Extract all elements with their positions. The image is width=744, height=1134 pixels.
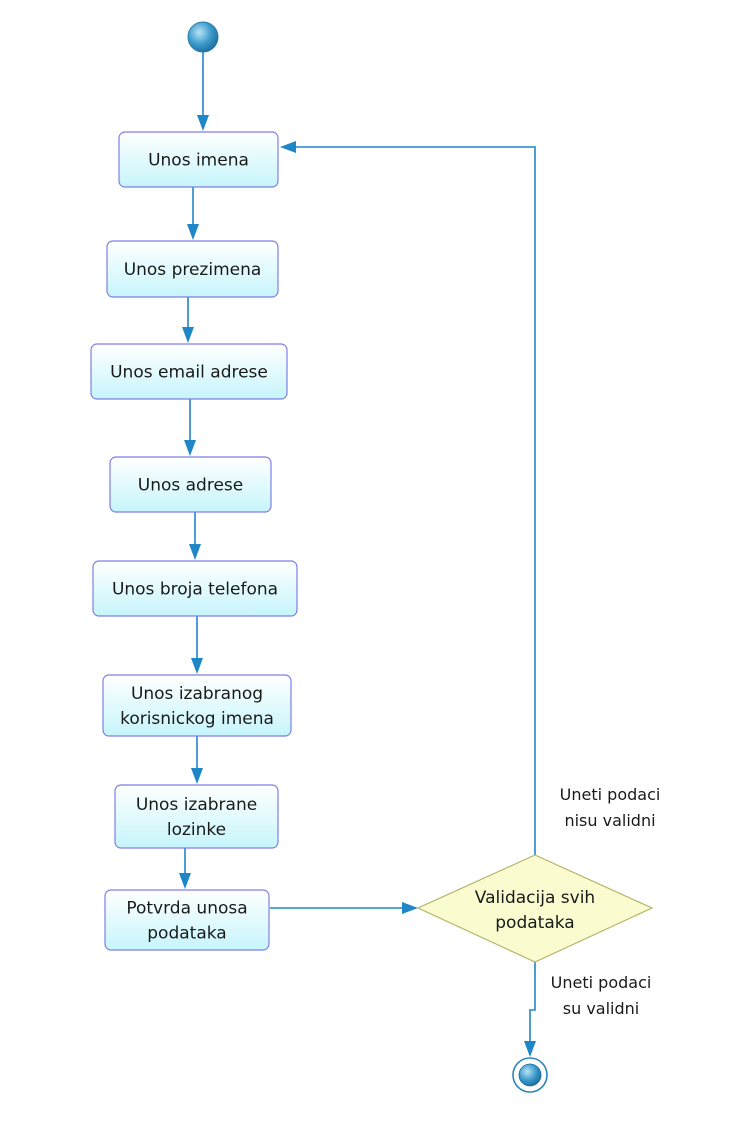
activity-unos-email-adrese: Unos email adrese bbox=[90, 343, 288, 400]
activity-box bbox=[102, 674, 292, 737]
activity-box bbox=[106, 240, 279, 298]
activity-label-line: Unos izabranog bbox=[131, 684, 263, 704]
activity-unos-adrese: Unos adrese bbox=[109, 456, 272, 513]
activity-unos-prezimena: Unos prezimena bbox=[106, 240, 279, 298]
arrowhead bbox=[182, 327, 194, 343]
guard-invalid-line-1: Uneti podaci bbox=[560, 785, 661, 804]
arrowhead bbox=[184, 440, 196, 456]
activity-label-line: Unos adrese bbox=[138, 476, 243, 496]
activity-label-line: Potvrda unosa bbox=[126, 899, 247, 919]
activity-label-line: Unos email adrese bbox=[110, 363, 268, 383]
activity-label-line: podataka bbox=[147, 924, 226, 944]
arrowhead bbox=[191, 768, 203, 784]
guard-invalid: Uneti podaci nisu validni bbox=[560, 785, 661, 830]
activity-unos-imena: Unos imena bbox=[118, 131, 279, 188]
activity-label-line: korisnickog imena bbox=[120, 709, 274, 729]
activity-label-line: lozinke bbox=[167, 820, 226, 840]
activity-box bbox=[118, 131, 279, 188]
guard-valid: Uneti podaci su validni bbox=[551, 973, 652, 1018]
activity-box bbox=[109, 456, 272, 513]
arrowhead bbox=[189, 544, 201, 560]
final-node bbox=[512, 1057, 548, 1093]
arrowhead bbox=[191, 658, 203, 674]
initial-node bbox=[187, 21, 219, 53]
decision-diamond bbox=[416, 854, 654, 963]
activity-box bbox=[114, 784, 279, 849]
activity-unos-broja-telefona: Unos broja telefona bbox=[92, 560, 298, 617]
activity-unos-korisnickog-imena: Unos izabranog korisnickog imena bbox=[102, 674, 292, 737]
arrowhead bbox=[402, 902, 418, 914]
activity-label-line: Unos prezimena bbox=[124, 260, 262, 280]
arrowhead bbox=[197, 115, 209, 131]
edges bbox=[179, 52, 536, 1057]
activity-box bbox=[92, 560, 298, 617]
activity-label-line: Unos imena bbox=[148, 151, 249, 171]
decision-label-line-1: Validacija svih bbox=[475, 888, 595, 908]
activity-box bbox=[90, 343, 288, 400]
edge-decision-a1-loop bbox=[295, 146, 536, 855]
activity-label-line: Unos izabrane bbox=[136, 795, 257, 815]
edge-decision-end bbox=[529, 962, 536, 1042]
decision-node: Validacija svih podataka bbox=[416, 854, 654, 963]
arrowhead bbox=[179, 873, 191, 889]
decision-label-line-2: podataka bbox=[495, 913, 574, 933]
guard-valid-line-1: Uneti podaci bbox=[551, 973, 652, 992]
guard-valid-line-2: su validni bbox=[563, 999, 639, 1018]
activity-box bbox=[104, 889, 270, 951]
activity-label-line: Unos broja telefona bbox=[112, 580, 278, 600]
arrowhead bbox=[524, 1041, 536, 1057]
arrowhead bbox=[187, 224, 199, 240]
activity-unos-lozinke: Unos izabrane lozinke bbox=[114, 784, 279, 849]
guard-invalid-line-2: nisu validni bbox=[564, 811, 655, 830]
activity-potvrda-unosa: Potvrda unosa podataka bbox=[104, 889, 270, 951]
arrowhead bbox=[280, 141, 296, 153]
